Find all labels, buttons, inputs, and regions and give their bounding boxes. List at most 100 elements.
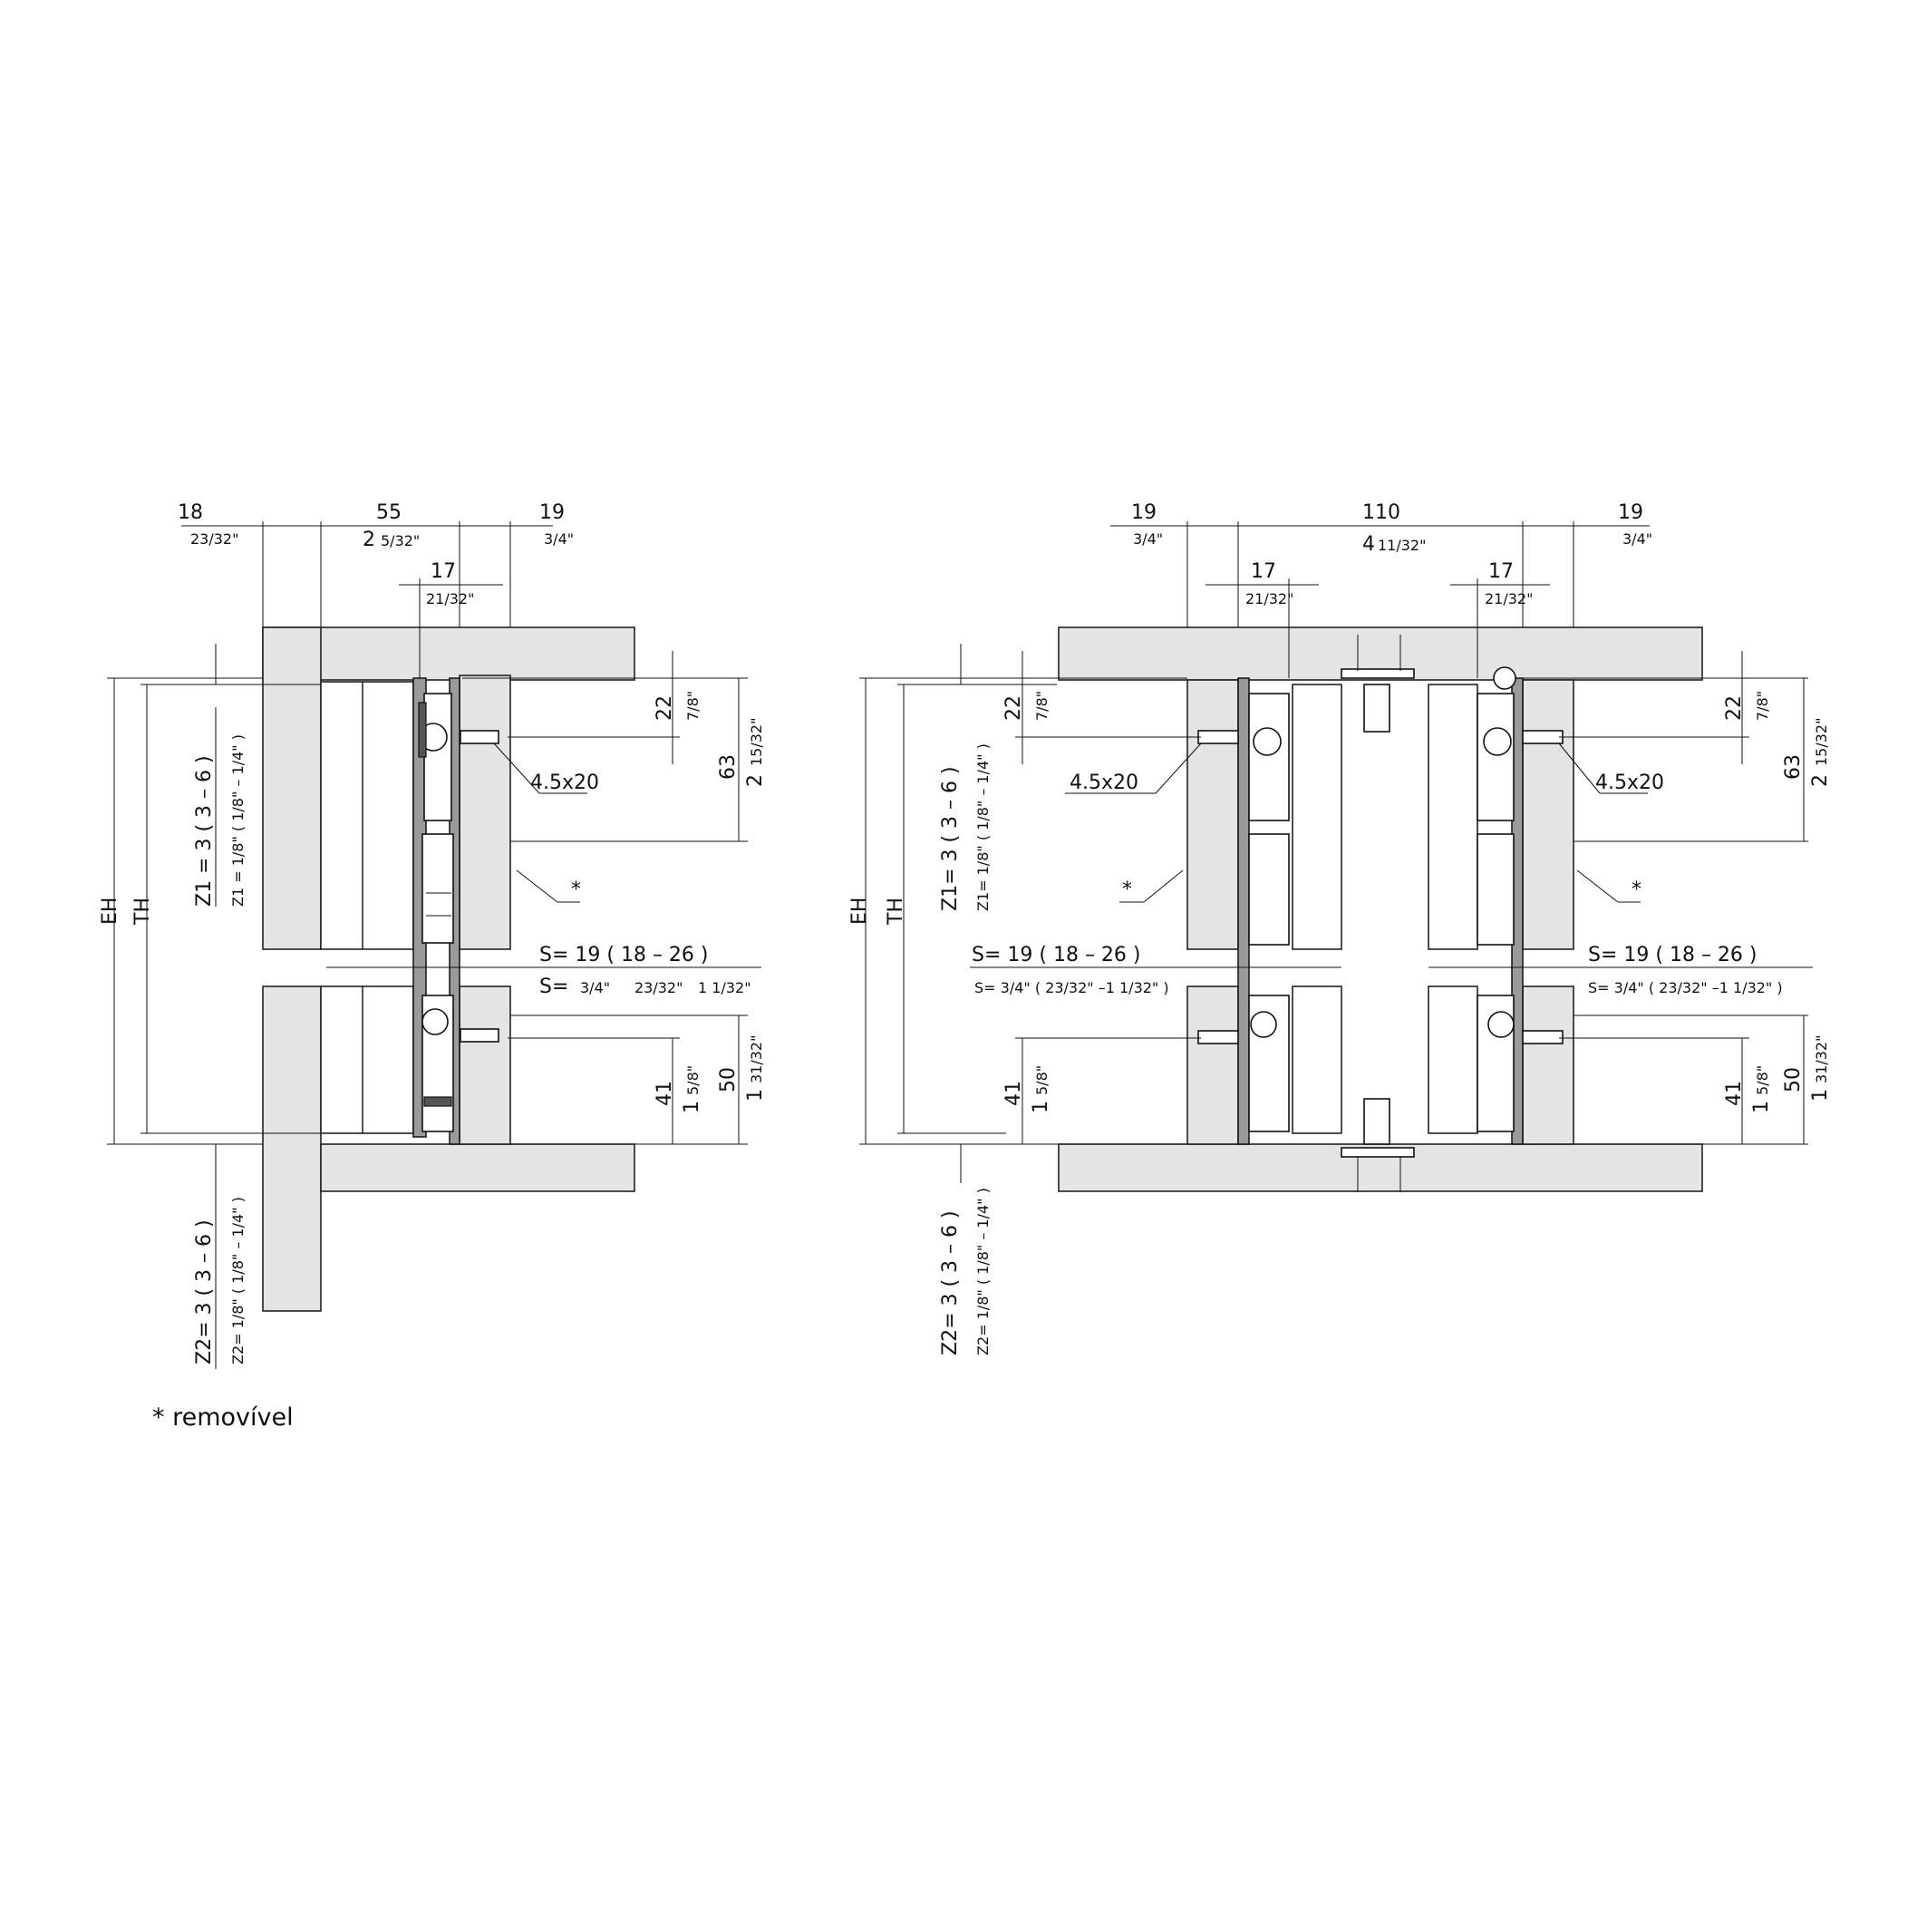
right-screw-right-label: 4.5x20 <box>1595 772 1664 794</box>
left-right-bot-mm: 41 <box>654 1081 676 1106</box>
left-dim-b-in-whole: 2 <box>363 529 375 551</box>
left-gap-in-b: 23/32" <box>634 979 683 996</box>
left-gap-in-c: 1 1/32" <box>698 979 751 996</box>
right-dim-a-in: 3/4" <box>1133 530 1163 548</box>
right-right-bot-total-mm: 50 <box>1782 1067 1805 1092</box>
right-adjust-screw <box>1493 666 1516 690</box>
left-dim-d-in: 21/32" <box>426 590 474 607</box>
right-left-bot-in-whole: 1 <box>1030 1101 1052 1113</box>
right-right-top-in: 7/8" <box>1754 691 1771 721</box>
right-bottom-center-guide <box>1363 1098 1390 1145</box>
right-dim-c-in: 3/4" <box>1622 530 1652 548</box>
right-screw-left-lower <box>1197 1030 1239 1044</box>
right-strip-right-lower <box>1522 985 1574 1145</box>
left-door-upper <box>320 681 414 950</box>
left-side-panel-upper <box>262 626 322 950</box>
left-screw-label: 4.5x20 <box>530 772 599 794</box>
left-dim-c-mm: 19 <box>539 501 565 524</box>
left-dim-d-mm: 17 <box>431 560 456 583</box>
left-gap-in-prefix: S= <box>539 976 568 998</box>
right-right-bot-in-frac: 5/8" <box>1754 1065 1771 1095</box>
right-left-top-carriage <box>1248 833 1290 946</box>
right-dim-d-right-mm: 17 <box>1488 560 1514 583</box>
right-right-top-roller <box>1483 727 1512 756</box>
right-th-label: TH <box>885 898 907 926</box>
right-dim-c-mm: 19 <box>1618 501 1643 524</box>
right-dim-b-in-frac: 11/32" <box>1378 537 1426 554</box>
right-right-bot-mm: 41 <box>1723 1081 1746 1106</box>
right-gap-left-mm: S= 19 ( 18 – 26 ) <box>972 944 1141 966</box>
right-z1-in: Z1= 1/8" ( 1/8" – 1/4" ) <box>974 743 992 911</box>
right-left-top-mm: 22 <box>1002 695 1025 721</box>
right-gap-right-in: S= 3/4" ( 23/32" –1 1/32" ) <box>1588 979 1783 996</box>
left-top-carriage <box>421 833 454 944</box>
right-strip-left-lower <box>1186 985 1239 1145</box>
right-right-top-runner <box>1477 693 1515 821</box>
right-strip-right-upper <box>1522 679 1574 950</box>
right-right-bot-in-whole: 1 <box>1750 1101 1773 1113</box>
right-door-right-upper <box>1428 684 1478 950</box>
right-top-center-guide <box>1363 684 1390 733</box>
right-right-total-mm: 63 <box>1782 754 1805 780</box>
left-right-top-in: 7/8" <box>684 691 702 721</box>
right-removable-star-left: * <box>1122 879 1132 901</box>
left-right-total-in-whole: 2 <box>744 774 767 787</box>
left-right-bot-total-in-frac: 31/32" <box>748 1035 765 1083</box>
right-door-left-lower <box>1292 985 1342 1134</box>
left-right-bot-total-mm: 50 <box>717 1067 740 1092</box>
right-rail-left <box>1237 677 1250 1145</box>
right-dim-d-left-mm: 17 <box>1251 560 1276 583</box>
left-gap-in-a: 3/4" <box>580 979 610 996</box>
right-strip-left-upper <box>1186 679 1239 950</box>
left-removable-strip-lower <box>459 985 511 1145</box>
left-removable-star: * <box>571 879 581 901</box>
left-z1-mm: Z1 = 3 ( 3 – 6 ) <box>193 755 216 907</box>
footnote-removable: * removível <box>152 1403 294 1432</box>
left-th-label: TH <box>131 898 154 926</box>
right-left-top-in: 7/8" <box>1033 691 1051 721</box>
right-screw-left-label: 4.5x20 <box>1070 772 1138 794</box>
right-right-bot-total-in-whole: 1 <box>1809 1089 1832 1102</box>
left-screw-upper <box>460 730 499 744</box>
right-drawing: 19 3/4" 110 4 11/32" 19 3/4" 17 21/32" 1… <box>848 501 1832 1355</box>
right-dim-b-in-whole: 4 <box>1362 533 1375 556</box>
right-dim-d-left-in: 21/32" <box>1245 590 1293 607</box>
left-side-panel-lower <box>262 985 322 1312</box>
right-gap-left-in: S= 3/4" ( 23/32" –1 1/32" ) <box>974 979 1169 996</box>
left-bottom-roller <box>421 1008 449 1035</box>
right-z2-mm: Z2= 3 ( 3 – 6 ) <box>939 1210 962 1355</box>
right-left-bot-mm: 41 <box>1002 1081 1025 1106</box>
left-right-total-in-frac: 15/32" <box>748 718 765 766</box>
left-screw-lower <box>460 1028 499 1043</box>
left-right-bot-total-in-whole: 1 <box>744 1089 767 1102</box>
left-drawing: 18 23/32" 55 2 5/32" 19 3/4" 17 21/32" E… <box>99 501 767 1369</box>
left-dim-c-in: 3/4" <box>544 530 574 548</box>
right-right-bot-total-in-frac: 31/32" <box>1813 1035 1830 1083</box>
right-right-bottom-roller <box>1487 1011 1515 1038</box>
left-right-bot-in-frac: 5/8" <box>684 1065 702 1095</box>
right-screw-right-upper <box>1522 730 1564 744</box>
right-gap-right-mm: S= 19 ( 18 – 26 ) <box>1588 944 1758 966</box>
left-removable-strip-upper <box>459 675 511 950</box>
right-dim-d-right-in: 21/32" <box>1485 590 1533 607</box>
left-dim-a-mm: 18 <box>178 501 203 524</box>
right-right-top-carriage <box>1477 833 1515 946</box>
right-screw-right-lower <box>1522 1030 1564 1044</box>
right-right-total-in-frac: 15/32" <box>1813 718 1830 766</box>
right-left-top-runner <box>1248 693 1290 821</box>
right-z1-mm: Z1= 3 ( 3 – 6 ) <box>939 766 962 911</box>
right-bottom-guide-plate <box>1341 1147 1415 1158</box>
left-top-runner <box>423 693 452 821</box>
right-top-guide-plate <box>1341 668 1415 679</box>
right-screw-left-upper <box>1197 730 1239 744</box>
left-right-top-mm: 22 <box>654 695 676 721</box>
left-eh-label: EH <box>99 898 121 925</box>
right-right-total-in-whole: 2 <box>1809 774 1832 787</box>
left-z2-in: Z2= 1/8" ( 1/8" – 1/4" ) <box>229 1197 247 1364</box>
right-left-bot-in-frac: 5/8" <box>1033 1065 1051 1095</box>
right-removable-star-right: * <box>1632 879 1641 901</box>
left-dim-b-mm: 55 <box>376 501 402 524</box>
left-dim-a-in: 23/32" <box>190 530 238 548</box>
